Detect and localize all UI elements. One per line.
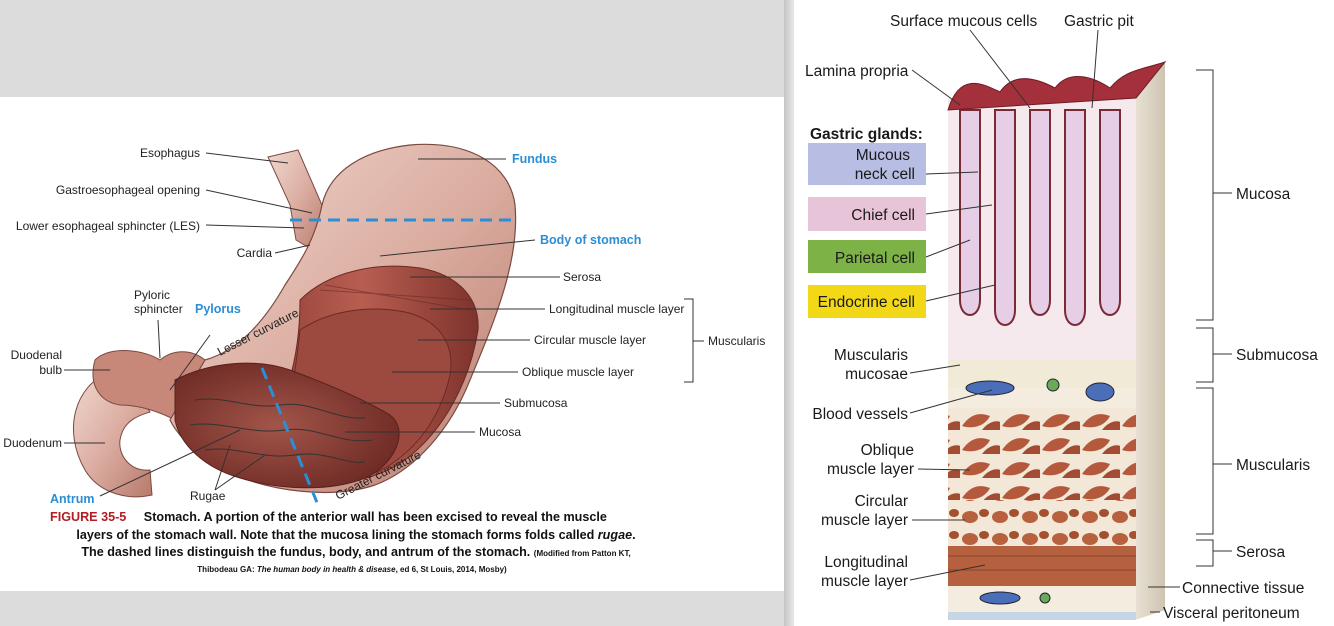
label-endocrine-cell: Endocrine cell (818, 294, 915, 311)
figure-caption: FIGURE 35-5 Stomach. A portion of the an… (50, 510, 636, 574)
label-oblique-muscle: Oblique muscle layer (522, 365, 634, 379)
caption-line-2a: layers of the stomach wall. Note that th… (76, 528, 597, 542)
label-longitudinal-1: Longitudinal (824, 554, 908, 571)
label-bulb: bulb (39, 363, 62, 377)
label-gastroesophageal-opening: Gastroesophageal opening (56, 183, 200, 197)
label-mucosa: Mucosa (1236, 186, 1291, 203)
caption-line-3b: (Modified from Patton KT, (534, 549, 631, 558)
label-oblique-2: muscle layer (827, 461, 914, 478)
label-duodenal: Duodenal (11, 348, 62, 362)
label-serosa: Serosa (563, 270, 601, 284)
caption-line-4b: The human body in health & disease (257, 565, 396, 574)
label-muscularis: Muscularis (1236, 457, 1310, 474)
page-divider (784, 0, 794, 626)
label-sphincter: sphincter (134, 302, 183, 316)
wall-block (947, 61, 1167, 620)
endocrine-cell-key (808, 285, 926, 318)
label-pyloric: Pyloric (134, 288, 170, 302)
chief-cell-key (808, 197, 926, 231)
label-fundus: Fundus (512, 152, 557, 166)
label-chief-cell: Chief cell (851, 207, 915, 224)
caption-line-1: Stomach. A portion of the anterior wall … (144, 510, 607, 524)
label-cardia: Cardia (237, 246, 273, 260)
label-mucosa: Mucosa (479, 425, 521, 439)
label-longitudinal-muscle: Longitudinal muscle layer (549, 302, 684, 316)
label-surface-mucous-cells: Surface mucous cells (890, 13, 1038, 30)
caption-line-4a: Thibodeau GA: (197, 565, 257, 574)
label-body-of-stomach: Body of stomach (540, 233, 641, 247)
svg-text:Thibodeau GA: The human body i: Thibodeau GA: The human body in health &… (197, 565, 507, 574)
label-gastric-glands: Gastric glands: (810, 126, 923, 143)
label-circular-muscle: Circular muscle layer (534, 333, 646, 347)
svg-text:layers of the stomach wall. No: layers of the stomach wall. Note that th… (76, 528, 635, 542)
label-connective-tissue: Connective tissue (1182, 580, 1304, 597)
body-antrum-dashed-line (260, 367, 320, 506)
caption-line-2c: . (632, 528, 636, 542)
caption-figure-number: FIGURE 35-5 (50, 510, 126, 524)
label-pylorus: Pylorus (195, 302, 241, 316)
label-rugae: Rugae (190, 489, 226, 503)
label-submucosa: Submucosa (1236, 347, 1318, 364)
stomach-illustration (72, 143, 517, 498)
label-muscularis-mucosae-2: mucosae (845, 366, 908, 383)
label-muscularis: Muscularis (708, 334, 765, 348)
caption-rugae: rugae (598, 528, 632, 542)
label-circular-1: Circular (855, 493, 908, 510)
label-serosa: Serosa (1236, 544, 1285, 561)
label-submucosa: Submucosa (504, 396, 568, 410)
caption-line-3a: The dashed lines distinguish the fundus,… (81, 545, 530, 559)
label-mucous: Mucous (856, 147, 911, 164)
label-muscularis-mucosae-1: Muscularis (834, 347, 908, 364)
label-parietal-cell: Parietal cell (835, 250, 915, 267)
label-gastric-pit: Gastric pit (1064, 13, 1134, 30)
label-esophagus: Esophagus (140, 146, 200, 160)
label-oblique-1: Oblique (861, 442, 914, 459)
muscularis-bracket (684, 298, 704, 383)
layer-brackets (1196, 69, 1232, 567)
mucous-neck-cell-key (808, 143, 926, 185)
caption-line-4c: , ed 6, St Louis, 2014, Mosby) (396, 565, 507, 574)
svg-text:The dashed lines distinguish t: The dashed lines distinguish the fundus,… (81, 545, 630, 559)
label-visceral-peritoneum: Visceral peritoneum (1163, 605, 1300, 622)
label-longitudinal-2: muscle layer (821, 573, 908, 590)
stomach-diagram: Esophagus Gastroesophageal opening Lower… (3, 143, 765, 574)
label-blood-vessels: Blood vessels (812, 406, 908, 423)
svg-text:FIGURE 35-5 Stomach. A p: FIGURE 35-5 Stomach. A portion of the an… (50, 510, 607, 524)
label-lamina-propria: Lamina propria (805, 63, 909, 80)
label-duodenum: Duodenum (3, 436, 62, 450)
label-neck-cell: neck cell (855, 166, 915, 183)
label-antrum: Antrum (50, 492, 94, 506)
label-les: Lower esophageal sphincter (LES) (16, 219, 200, 233)
parietal-cell-key (808, 240, 926, 273)
label-circular-2: muscle layer (821, 512, 908, 529)
